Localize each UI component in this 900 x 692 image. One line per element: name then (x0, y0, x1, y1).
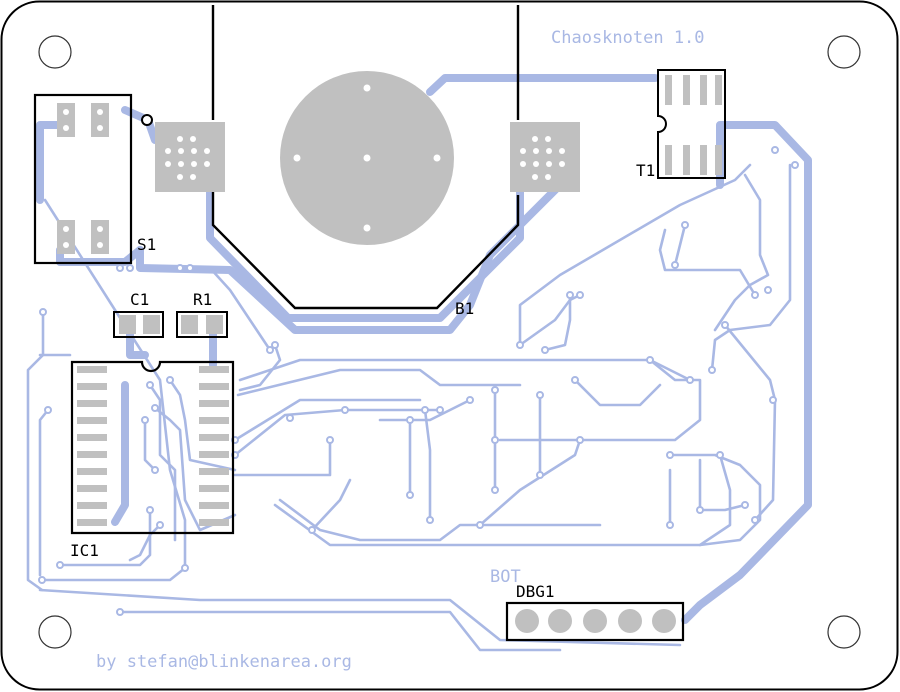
switch-s1-outline (33, 93, 133, 265)
battery-b1-outline (211, 5, 520, 310)
test-point-ring (141, 114, 153, 126)
ic1-label: IC1 (70, 541, 99, 560)
switch-s1: S1 (33, 93, 156, 265)
battery-b1: B1 (155, 5, 580, 318)
debug-header-dbg1-pads (515, 609, 676, 633)
vias (38, 146, 799, 616)
ic1-pins-left (77, 366, 107, 526)
mounting-holes (38, 35, 861, 649)
ic1-pins-right (199, 366, 229, 526)
mounting-hole-top-left (38, 35, 72, 69)
switch-s1-label: S1 (137, 235, 156, 254)
battery-b1-label: B1 (455, 299, 474, 318)
transistor-t1: T1 (636, 69, 726, 180)
debug-header-dbg1-outline (505, 601, 685, 642)
resistor-r1-outline (176, 311, 228, 338)
mounting-hole-bottom-right (827, 615, 861, 649)
battery-b1-pad-left (155, 122, 225, 192)
mounting-hole-bottom-left (38, 615, 72, 649)
power-traces (36, 74, 812, 624)
resistor-r1: R1 (176, 290, 228, 338)
capacitor-c1-label: C1 (130, 290, 149, 309)
ic1: IC1 (70, 360, 235, 560)
debug-header-dbg1-label: DBG1 (516, 582, 555, 601)
battery-b1-pad-right (510, 122, 580, 192)
board-title: Chaosknoten 1.0 (551, 28, 705, 48)
transistor-t1-label: T1 (636, 161, 655, 180)
transistor-t1-pads (665, 75, 722, 175)
mounting-hole-top-right (827, 35, 861, 69)
board-credit: by stefan@blinkenarea.org (96, 652, 352, 672)
capacitor-c1: C1 (113, 290, 164, 338)
board-side-label: BOT (490, 567, 521, 587)
resistor-r1-label: R1 (193, 290, 212, 309)
capacitor-c1-outline (113, 311, 164, 338)
switch-s1-pads (57, 103, 109, 254)
debug-header-dbg1: DBG1 (505, 582, 685, 642)
transistor-t1-outline (657, 69, 726, 179)
ic1-outline (70, 360, 235, 535)
